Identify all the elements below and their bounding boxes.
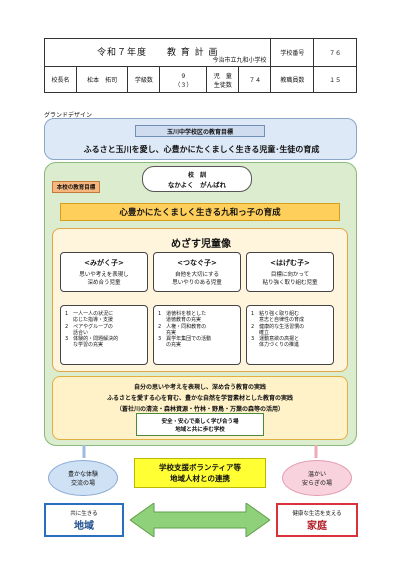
ideal-action-line: 意志と自律性の育成 — [259, 317, 305, 324]
district-goal-box: 玉川中学校区の教育目標 ふるさと玉川を愛し、心豊かにたくましく生きる児童･生徒の… — [44, 118, 357, 160]
header-table: 令和７年度 教 育 計 画 今治市立九和小学校 学校番号 ７６ 校長名 松本 拓… — [43, 38, 357, 93]
ideal-action-line: 確立 — [259, 329, 270, 336]
ideal-card-line: 自他を大切にする — [174, 272, 220, 278]
school-name: 今治市立九和小学校 — [212, 57, 267, 64]
ideal-card-1: <みがく子> 思いや考えを表現し深め合う児童 — [60, 252, 148, 292]
pupils-count: ７４ — [238, 66, 272, 93]
teachers-label: 教職員数 — [270, 66, 315, 93]
ideal-action-line: の充実 — [166, 342, 182, 349]
home-sub: 健康な生活を支える — [292, 510, 342, 517]
ideal-action-line: 1 一人一人の状況に — [65, 311, 114, 317]
community-label: 地域 — [74, 520, 94, 532]
volunteer-box: 学校支援ボランティア等 地域人材との連携 — [134, 458, 266, 488]
ideal-card-2: <つなぐ子> 自他を大切にする思いやりのある児童 — [153, 252, 241, 292]
plan-title: 令和７年度 教 育 計 画 — [96, 48, 219, 58]
ideal-action-line: 道徳教育の充実 — [166, 317, 202, 324]
ideal-action-line: な学習の充実 — [73, 342, 104, 349]
district-goal-text: ふるさと玉川を愛し、心豊かにたくましく生きる児童･生徒の育成 — [83, 144, 320, 154]
ideal-action-line: 1 道徳科を核とした — [158, 311, 207, 317]
comfort-bubble: 温かい 安らぎの場 — [282, 460, 352, 496]
home-box: 健康な生活を支える 家庭 — [276, 503, 358, 537]
safe-line-2: 地域と共に歩む学校 — [175, 426, 225, 433]
practice-line-1: 自分の思いや考えを表現し、深め合う教育の実践 — [133, 384, 266, 391]
ideal-card-title: <みがく子> — [84, 259, 124, 267]
motto-label: 校 訓 — [187, 171, 206, 179]
motto-text: なかよく がんばれ — [167, 180, 227, 189]
community-box: 共に生きる 地域 — [44, 503, 124, 537]
ideal-card-line: 粘り強く取り組む児童 — [262, 280, 318, 286]
safe-line-1: 安全・安心で楽しく学び合う場 — [161, 418, 239, 425]
ideal-card-line: 思いや考えを表現し — [79, 272, 129, 278]
ideal-action-line: 2 人権・同和教育の — [158, 323, 207, 330]
ideal-action-line: 話合い — [73, 329, 89, 336]
classes-count: ９（３） — [159, 66, 208, 93]
school-no-label: 学校番号 — [270, 38, 315, 67]
ideal-action-line: 2 健康的な生活習慣の — [251, 323, 305, 330]
teachers-count: １５ — [313, 66, 357, 93]
ideal-card-line: 目標に向かって — [270, 272, 310, 278]
motto-box: 校 訓 なかよく がんばれ — [142, 166, 252, 192]
school-goal-label: 本校の教育目標 — [52, 181, 100, 193]
ideal-card-3: <はげむ子> 目標に向かって粘り強く取り組む児童 — [246, 252, 334, 292]
design-label: グランドデザイン — [44, 112, 93, 119]
home-label: 家庭 — [307, 520, 327, 532]
community-sub: 共に生きる — [70, 510, 98, 517]
school-goal-bar: 心豊かにたくましく生きる九和っ子の育成 — [60, 203, 340, 221]
ideal-action-line: 3 体験的・問題解決的 — [65, 336, 119, 342]
volunteer-line-2: 地域人材との連携 — [170, 474, 230, 483]
ideal-action-line: 3 異学年集団での活動 — [158, 336, 212, 342]
ideal-card-line: 深め合う児童 — [87, 280, 121, 286]
ideal-card-title: <つなぐ子> — [177, 259, 217, 267]
ideal-card-title: <はげむ子> — [270, 259, 310, 267]
district-goal-label: 玉川中学校区の教育目標 — [135, 125, 265, 137]
title-cell: 令和７年度 教 育 計 画 今治市立九和小学校 — [43, 38, 272, 67]
school-no: ７６ — [313, 38, 357, 67]
classes-label: 学級数 — [127, 66, 161, 93]
practice-line-3: （蒼社川の清流・森林資源・竹林・野鳥・万葉の森等の活用） — [115, 406, 284, 413]
experience-bubble: 豊かな体験 交流の場 — [48, 460, 118, 496]
volunteer-line-1: 学校支援ボランティア等 — [158, 463, 242, 472]
ideal-title: めざす児童像 — [171, 238, 231, 250]
ideal-action-line: 応じた指導・支援 — [73, 317, 114, 324]
pupils-label: 児 童生徒数 — [206, 66, 240, 93]
ideal-card-line: 思いやりのある児童 — [172, 280, 222, 286]
double-arrow-icon — [130, 503, 270, 537]
ideal-action-line: 体力づくりの推進 — [259, 342, 300, 349]
principal-label: 校長名 — [43, 66, 78, 93]
ideal-action-line: 充実 — [166, 329, 177, 336]
practice-line-2: ふるさとを愛する心を育む、豊かな自然を学習素材とした教育の実践 — [106, 395, 293, 402]
ideal-action-line: 1 粘り強く取り組む — [251, 311, 300, 317]
ideal-action-line: 2 ペアやグループの — [65, 323, 113, 330]
safe-school-box: 安全・安心で楽しく学び合う場 地域と共に歩む学校 — [136, 413, 264, 436]
ideal-action-line: 3 運動意欲の高揚と — [251, 336, 300, 342]
principal-name: 松本 拓司 — [76, 66, 129, 93]
